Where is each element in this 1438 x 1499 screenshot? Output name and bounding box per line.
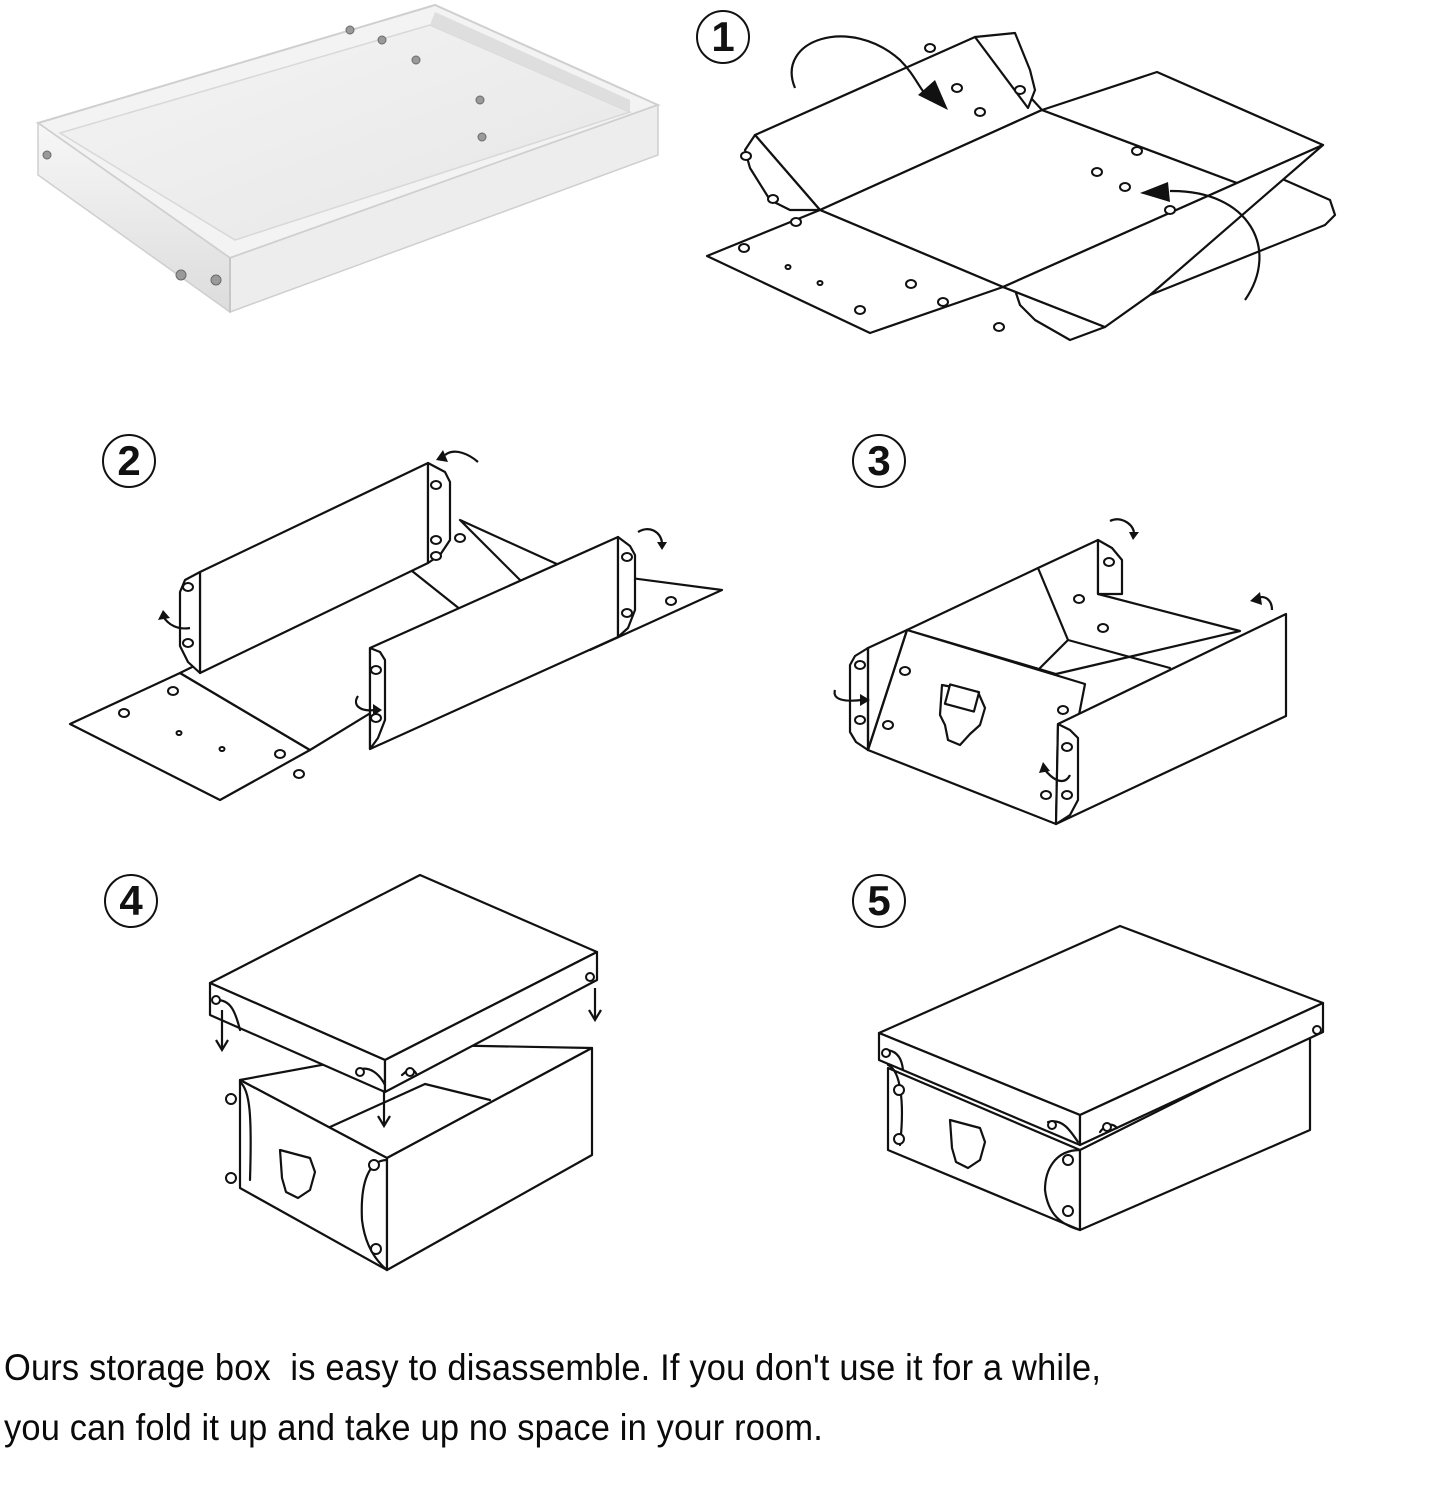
step-5-badge: 5 (852, 874, 906, 928)
step-5-panel: 5 (830, 860, 1340, 1240)
step-5-finished-box-diagram (877, 924, 1325, 1232)
step-3-partially-assembled-box-diagram (833, 518, 1288, 826)
step-5-number: 5 (867, 877, 891, 924)
step-4-panel: 4 (90, 860, 690, 1280)
step-1-unfolded-sheet-diagram (705, 31, 1337, 342)
step-2-number: 2 (117, 437, 141, 484)
step-3-panel: 3 (820, 420, 1320, 840)
tray-illustration (35, 3, 661, 314)
step-1-number: 1 (711, 13, 735, 60)
step-2-badge: 2 (102, 434, 156, 488)
step-2-panel: 2 (60, 420, 740, 820)
step-4-badge: 4 (104, 874, 158, 928)
step-3-number: 3 (867, 437, 891, 484)
step-3-badge: 3 (852, 434, 906, 488)
step-1-panel: 1 (690, 0, 1370, 360)
step-4-number: 4 (119, 877, 143, 924)
caption-line-2: you can fold it up and take up no space … (4, 1407, 824, 1448)
tray-photo (30, 0, 670, 320)
step-2-walls-raised-diagram (68, 450, 724, 802)
step-4-lid-placement-diagram (208, 873, 602, 1272)
caption-line-1: Ours storage box is easy to disassemble.… (4, 1347, 1102, 1388)
step-1-badge: 1 (696, 10, 750, 64)
caption-text: Ours storage box is easy to disassemble.… (4, 1338, 1325, 1458)
